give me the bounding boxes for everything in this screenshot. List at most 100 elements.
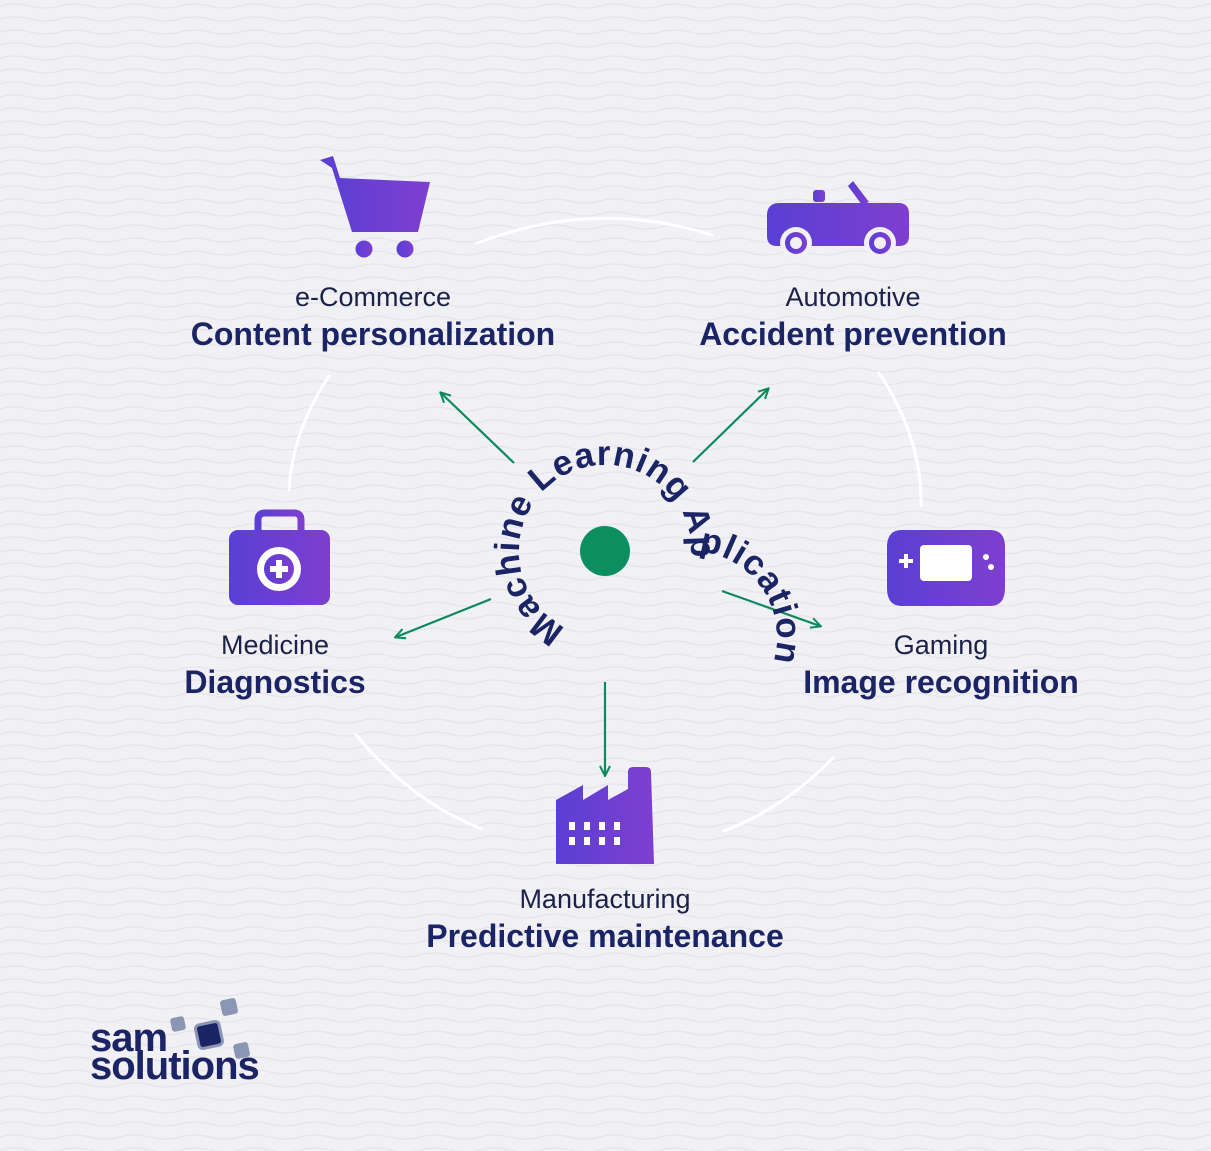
ring-arc-left xyxy=(287,374,331,492)
background-wave-line xyxy=(0,471,1211,477)
sector-label: Automotive xyxy=(785,282,921,312)
background-wave-line xyxy=(0,29,1211,35)
background-wave-line xyxy=(0,393,1211,399)
background-wave-line xyxy=(0,263,1211,269)
use-case-label: Diagnostics xyxy=(184,664,366,700)
background-wave-line xyxy=(0,601,1211,607)
background-wave-line xyxy=(0,237,1211,243)
arrow-to-gaming xyxy=(721,589,820,626)
background-wave-line xyxy=(0,159,1211,165)
factory-icon xyxy=(556,767,654,864)
ring-arc-top xyxy=(475,216,714,245)
background-wave-line xyxy=(0,692,1211,698)
node-automotive: Automotive Accident prevention xyxy=(699,280,1007,354)
background-wave-line xyxy=(0,81,1211,87)
background-wave-line xyxy=(0,224,1211,230)
background-wave-line xyxy=(0,926,1211,932)
sector-label: e-Commerce xyxy=(294,282,452,312)
background-wave-line xyxy=(0,913,1211,919)
background-wave-line xyxy=(0,510,1211,516)
background-wave-line xyxy=(0,94,1211,100)
background-wave-line xyxy=(0,250,1211,256)
background-wave-line xyxy=(0,588,1211,594)
background-wave-line xyxy=(0,302,1211,308)
background-wave-line xyxy=(0,42,1211,48)
node-manufacturing: Manufacturing Predictive maintenance xyxy=(426,882,783,956)
background-wave-line xyxy=(0,146,1211,152)
background-wave-line xyxy=(0,887,1211,893)
logo-text-sam: sam xyxy=(90,1016,168,1060)
background-wave-line xyxy=(0,952,1211,958)
background-wave-line xyxy=(0,133,1211,139)
background-wave-line xyxy=(0,172,1211,178)
sam-solutions-logo: sam solutions xyxy=(88,992,298,1087)
background-wave-line xyxy=(0,874,1211,880)
background-wave-line xyxy=(0,380,1211,386)
background-wave-line xyxy=(0,406,1211,412)
background-wave-line xyxy=(0,497,1211,503)
background-wave-line xyxy=(0,900,1211,906)
node-medicine: Medicine Diagnostics xyxy=(184,628,365,702)
background-wave-line xyxy=(0,1134,1211,1140)
background-wave-line xyxy=(0,1056,1211,1062)
ring-arc-right xyxy=(877,371,923,507)
background-wave-line xyxy=(0,666,1211,672)
background-wave-line xyxy=(0,198,1211,204)
node-ecommerce: e-Commerce Content personalization xyxy=(191,280,555,354)
background-wave-line xyxy=(0,991,1211,997)
background-wave-line xyxy=(0,1004,1211,1010)
background-wave-line xyxy=(0,3,1211,9)
use-case-label: Content personalization xyxy=(190,316,556,352)
arrow-to-medicine xyxy=(396,597,492,637)
background-wave-line xyxy=(0,484,1211,490)
background-wave-line xyxy=(0,744,1211,750)
background-wave-line xyxy=(0,341,1211,347)
background-wave-line xyxy=(0,653,1211,659)
background-wave-line xyxy=(0,211,1211,217)
logo-text-solutions: solutions xyxy=(90,1044,260,1088)
center-dot xyxy=(580,526,630,576)
background-wave-line xyxy=(0,562,1211,568)
background-wave-line xyxy=(0,1082,1211,1088)
arrow-to-ecommerce xyxy=(441,393,515,464)
logo-squares-icon xyxy=(170,998,250,1059)
background-wave-line xyxy=(0,614,1211,620)
use-case-label: Accident prevention xyxy=(699,316,1007,352)
node-gaming: Gaming Image recognition xyxy=(803,628,1079,702)
background-wave-line xyxy=(0,1108,1211,1114)
background-wave-line xyxy=(0,315,1211,321)
background-wave-line xyxy=(0,276,1211,282)
background-wave-line xyxy=(0,185,1211,191)
background-wave-line xyxy=(0,458,1211,464)
medical-kit-icon xyxy=(229,509,330,605)
background-wave-line xyxy=(0,354,1211,360)
game-console-icon xyxy=(887,530,1005,606)
sector-label: Medicine xyxy=(220,630,330,660)
background-wave-line xyxy=(0,978,1211,984)
sector-label: Gaming xyxy=(893,630,989,660)
background-wave-line xyxy=(0,419,1211,425)
background-wave-line xyxy=(0,965,1211,971)
background-wave-line xyxy=(0,107,1211,113)
background-wave-line xyxy=(0,536,1211,542)
background-wave-line xyxy=(0,757,1211,763)
use-case-label: Image recognition xyxy=(803,664,1079,700)
use-case-label: Predictive maintenance xyxy=(426,918,784,954)
convertible-car-icon xyxy=(767,181,909,259)
shopping-cart-icon xyxy=(320,156,430,258)
background-wave-line xyxy=(0,575,1211,581)
background-wave-line xyxy=(0,328,1211,334)
background-wave-line xyxy=(0,1147,1211,1151)
ring-arc-bottom-right xyxy=(722,756,835,833)
background-wave-line xyxy=(0,705,1211,711)
background-wave-line xyxy=(0,289,1211,295)
arrow-to-automotive xyxy=(692,389,768,463)
background-wave-line xyxy=(0,432,1211,438)
ring-arc-bottom-left xyxy=(354,733,484,831)
